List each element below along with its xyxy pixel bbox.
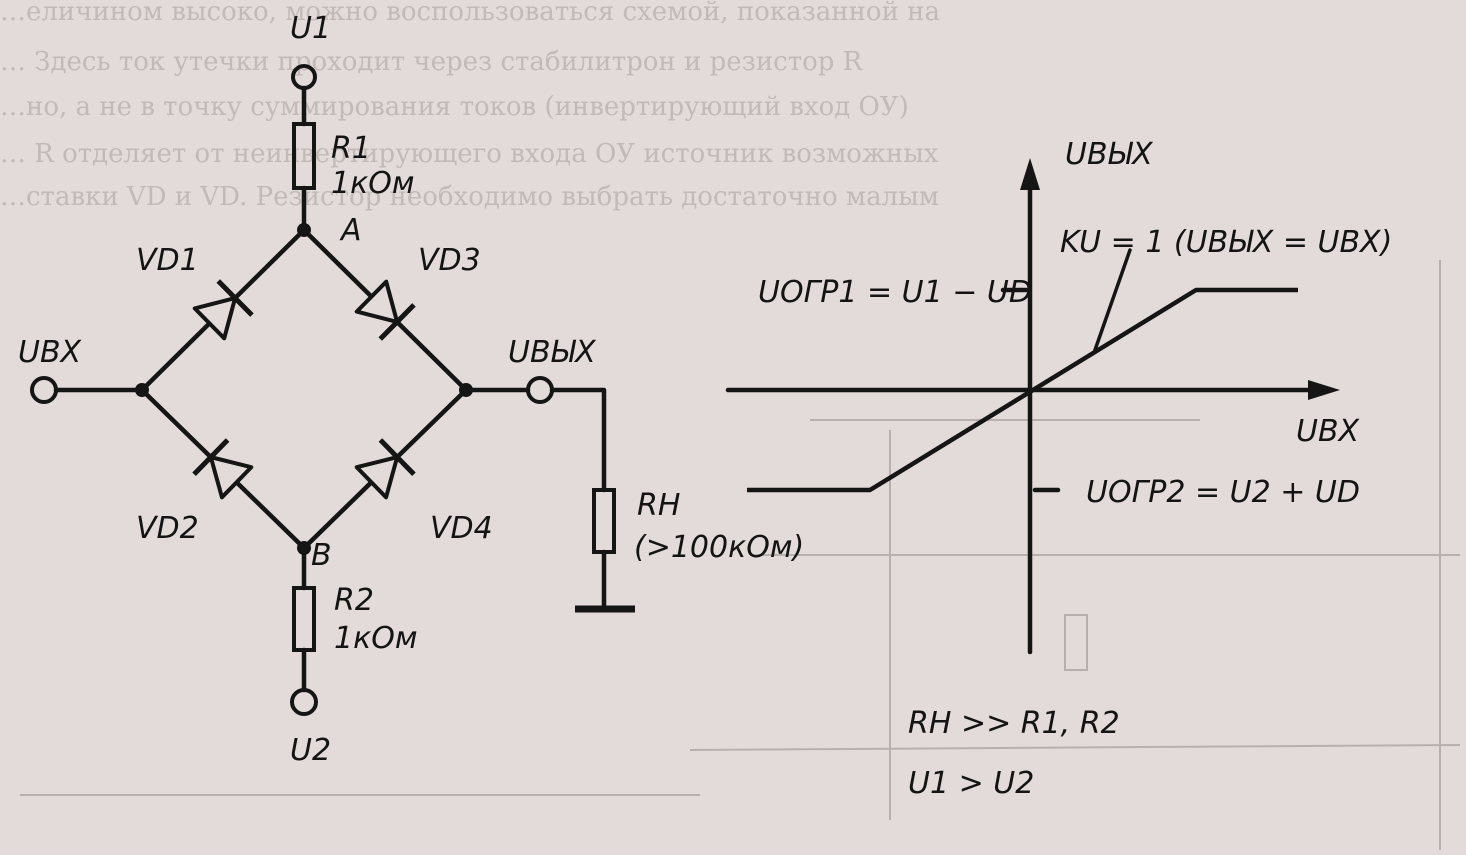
- x-axis-arrow: [1308, 380, 1340, 400]
- uout-label: UВЫХ: [508, 335, 597, 370]
- x-axis-label: UВХ: [1296, 414, 1361, 449]
- r2-name-label: R2: [334, 583, 374, 618]
- r1-name-label: R1: [331, 131, 371, 166]
- ku-pointer: [1093, 248, 1132, 352]
- diode-vd1-symbol: [192, 279, 254, 341]
- node-b-label: B: [311, 538, 332, 573]
- rh-name-label: RН: [637, 488, 680, 523]
- vd1-label: VD1: [136, 243, 199, 278]
- diode-vd2-symbol: [192, 438, 254, 500]
- u-ogr2-label: UОГР2 = U2 + UD: [1086, 475, 1360, 510]
- diode-vd4-symbol: [354, 438, 416, 500]
- rh-resistor: [592, 488, 616, 554]
- node-a-label: A: [339, 213, 362, 248]
- vd3-label: VD3: [418, 243, 481, 278]
- node-a-dot: [297, 223, 311, 237]
- bleed-line-2: … Здесь ток утечки проходит через стабил…: [0, 47, 864, 77]
- bleed-line-5: …ставки VD и VD. Резистор необходимо выб…: [0, 182, 939, 212]
- y-axis-label: UВЫХ: [1065, 137, 1154, 172]
- u1-label: U1: [290, 11, 331, 46]
- diode-vd3-symbol: [354, 279, 416, 341]
- bleed-line-4: … R отделяет от неинвертирующего входа О…: [0, 139, 939, 169]
- background-ghost-shapes: [20, 260, 1461, 850]
- bleed-line-3: …но, а не в точку суммирования токов (ин…: [0, 92, 909, 122]
- uout-terminal: [526, 376, 554, 404]
- ku-label: KU = 1 (UВЫХ = UВХ): [1060, 225, 1392, 260]
- transfer-graph: UВЫХ UВХ KU = 1 (UВЫХ = UВХ) UОГР1 = U1 …: [725, 137, 1392, 801]
- y-axis-arrow: [1020, 158, 1040, 190]
- vd4-label: VD4: [430, 511, 493, 546]
- r1-value-label: 1кОм: [331, 166, 414, 201]
- r2-resistor: [292, 586, 316, 652]
- u-ogr1-label: UОГР1 = U1 − UD: [758, 275, 1032, 310]
- r2-value-label: 1кОм: [334, 621, 417, 656]
- u2-label: U2: [290, 733, 331, 768]
- transfer-curve: [747, 287, 1298, 493]
- vd2-label: VD2: [136, 511, 199, 546]
- bridge-circuit: U1 R1 1кОм A VD1 VD3 UВХ UВЫХ VD2 VD4 B …: [18, 11, 804, 768]
- note-rh-label: RН >> R1, R2: [908, 706, 1120, 741]
- u2-terminal: [290, 688, 318, 716]
- bleed-line-1: …еличином высоко, можно воспользоваться …: [0, 0, 940, 27]
- background-bleed: …еличином высоко, можно воспользоваться …: [0, 0, 940, 212]
- rh-value-label: (>100кОм): [634, 530, 804, 565]
- uin-label: UВХ: [18, 335, 83, 370]
- uin-terminal: [30, 376, 58, 404]
- note-u1-u2-label: U1 > U2: [908, 766, 1034, 801]
